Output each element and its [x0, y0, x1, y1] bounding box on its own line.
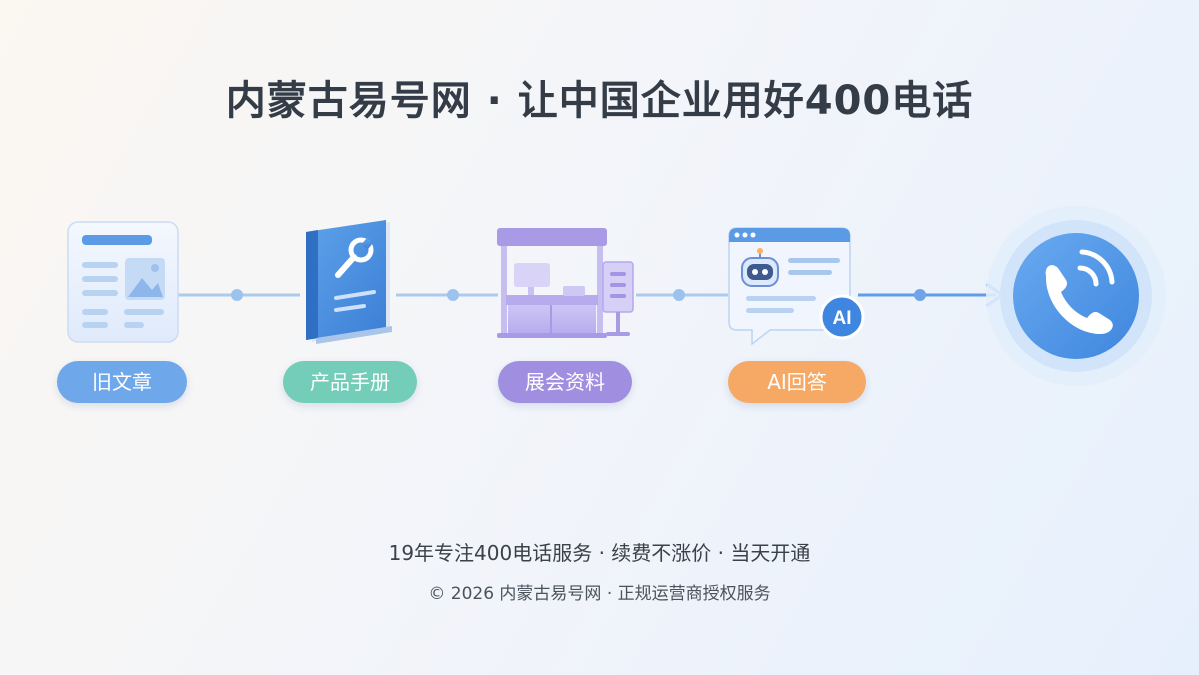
- flow-dot: [447, 289, 459, 301]
- exhibition-booth-icon: [497, 228, 634, 338]
- page-title: 内蒙古易号网 · 让中国企业用好400电话: [225, 78, 974, 124]
- step-label-ai-answer: AI回答: [728, 361, 866, 403]
- step-label-old-articles: 旧文章: [57, 361, 187, 403]
- flow-dot: [673, 289, 685, 301]
- flow-dot: [231, 289, 243, 301]
- manual-book-icon: [306, 220, 392, 344]
- step-label-product-manual: 产品手册: [283, 361, 417, 403]
- step-label-exhibition-materials: 展会资料: [498, 361, 632, 403]
- flow-dot: [914, 289, 926, 301]
- footer-copyright: © 2026 内蒙古易号网 · 正规运营商授权服务: [428, 584, 771, 604]
- footer-tagline: 19年专注400电话服务 · 续费不涨价 · 当天开通: [388, 541, 811, 565]
- document-icon: [67, 221, 179, 343]
- ai-badge: [819, 294, 865, 340]
- ai-badge-label: AI: [833, 308, 852, 329]
- phone-call-icon: [986, 206, 1166, 386]
